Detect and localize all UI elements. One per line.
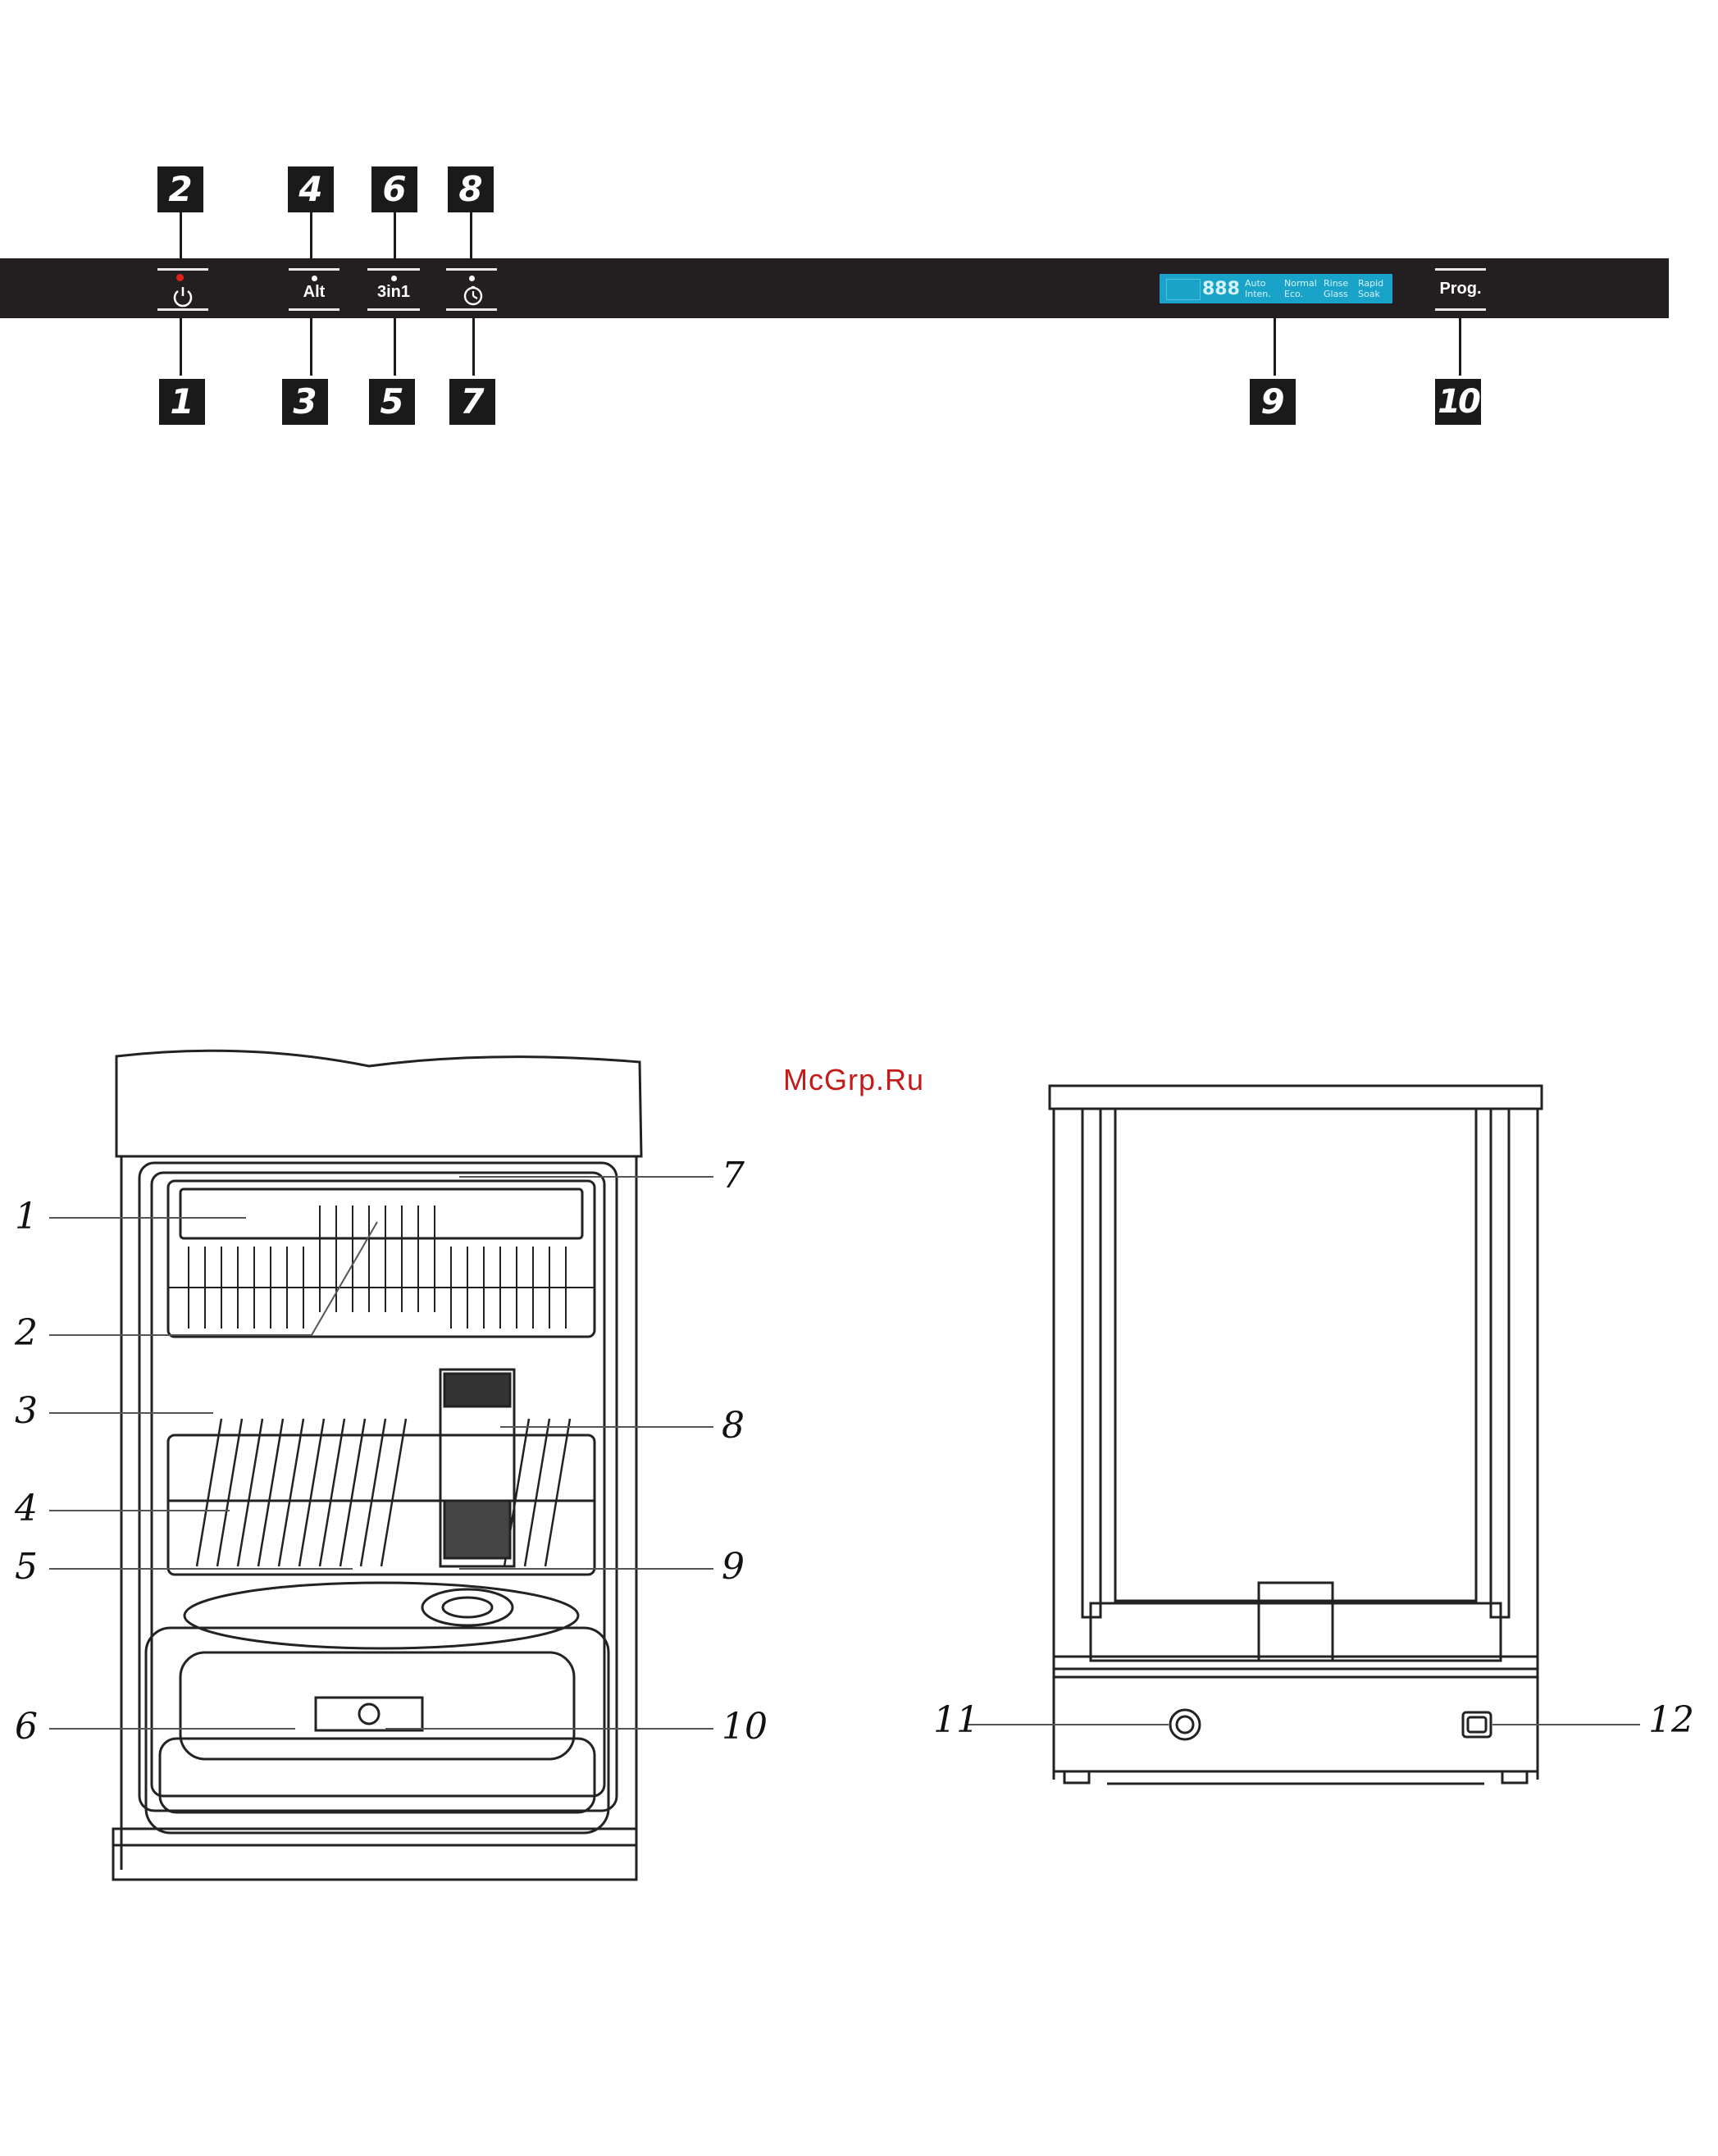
key-marker — [157, 268, 208, 271]
key-marker — [289, 268, 339, 271]
dishwasher-front-view — [0, 1042, 820, 1894]
key-marker — [367, 308, 420, 311]
front-callout-10: 10 — [722, 1706, 768, 1748]
prog-button[interactable]: Prog. — [1431, 280, 1490, 299]
callout-1: 1 — [159, 379, 205, 425]
3in1-button[interactable]: 3in1 — [367, 283, 420, 302]
callout-8: 8 — [448, 166, 494, 212]
leader-line — [472, 318, 475, 376]
leader-line — [310, 318, 312, 376]
power-led — [176, 274, 184, 281]
front-callout-4: 4 — [15, 1488, 38, 1529]
front-callout-5: 5 — [15, 1546, 38, 1588]
front-callout-7: 7 — [722, 1155, 745, 1197]
leader-line — [310, 212, 312, 258]
leader-line — [180, 212, 182, 258]
callout-5: 5 — [369, 379, 415, 425]
leader-line — [394, 318, 396, 376]
alt-button[interactable]: Alt — [289, 283, 339, 302]
callout-2: 2 — [157, 166, 203, 212]
callout-3: 3 — [282, 379, 328, 425]
display-program: Eco. — [1284, 289, 1303, 299]
key-marker — [289, 308, 339, 311]
callout-9: 9 — [1250, 379, 1296, 425]
rear-callout-12: 12 — [1648, 1699, 1694, 1741]
callout-4: 4 — [288, 166, 334, 212]
delay-button[interactable] — [462, 284, 485, 307]
rear-callout-11: 11 — [933, 1699, 979, 1741]
display-program: Auto — [1245, 279, 1266, 288]
display-program: Glass — [1324, 289, 1348, 299]
alt-led — [312, 276, 317, 281]
front-callout-2: 2 — [15, 1312, 38, 1354]
display-icon-area — [1166, 279, 1201, 300]
display-program: Normal — [1284, 279, 1317, 288]
display-digits: 888 — [1202, 280, 1240, 299]
worktop — [116, 1051, 641, 1156]
leader-line — [470, 212, 472, 258]
callout-7: 7 — [449, 379, 495, 425]
display-program: Rapid — [1358, 279, 1383, 288]
front-callout-8: 8 — [722, 1405, 745, 1447]
display-program: Inten. — [1245, 289, 1271, 299]
clock-icon — [462, 284, 485, 307]
leader-line — [394, 212, 396, 258]
front-callout-3: 3 — [15, 1390, 38, 1432]
dishwasher-rear-view — [918, 1066, 1656, 1804]
power-icon — [170, 284, 196, 310]
leader-line — [180, 318, 182, 376]
key-marker — [157, 308, 208, 311]
3in1-led — [391, 276, 397, 281]
key-marker — [446, 308, 497, 311]
display-program: Rinse — [1324, 279, 1348, 288]
leader-line — [1274, 318, 1276, 376]
callout-10: 10 — [1435, 379, 1481, 425]
display-program: Soak — [1358, 289, 1380, 299]
front-callout-9: 9 — [722, 1546, 745, 1588]
key-marker — [1435, 268, 1486, 271]
key-marker — [367, 268, 420, 271]
power-button[interactable] — [170, 284, 196, 310]
callout-6: 6 — [371, 166, 417, 212]
control-panel — [0, 258, 1669, 318]
front-callout-6: 6 — [15, 1706, 38, 1748]
delay-led — [469, 276, 475, 281]
key-marker — [446, 268, 497, 271]
key-marker — [1435, 308, 1486, 311]
front-callout-1: 1 — [15, 1196, 38, 1238]
program-display: 888 Auto Inten. Normal Eco. Rinse Glass … — [1160, 274, 1392, 303]
leader-line — [1459, 318, 1461, 376]
